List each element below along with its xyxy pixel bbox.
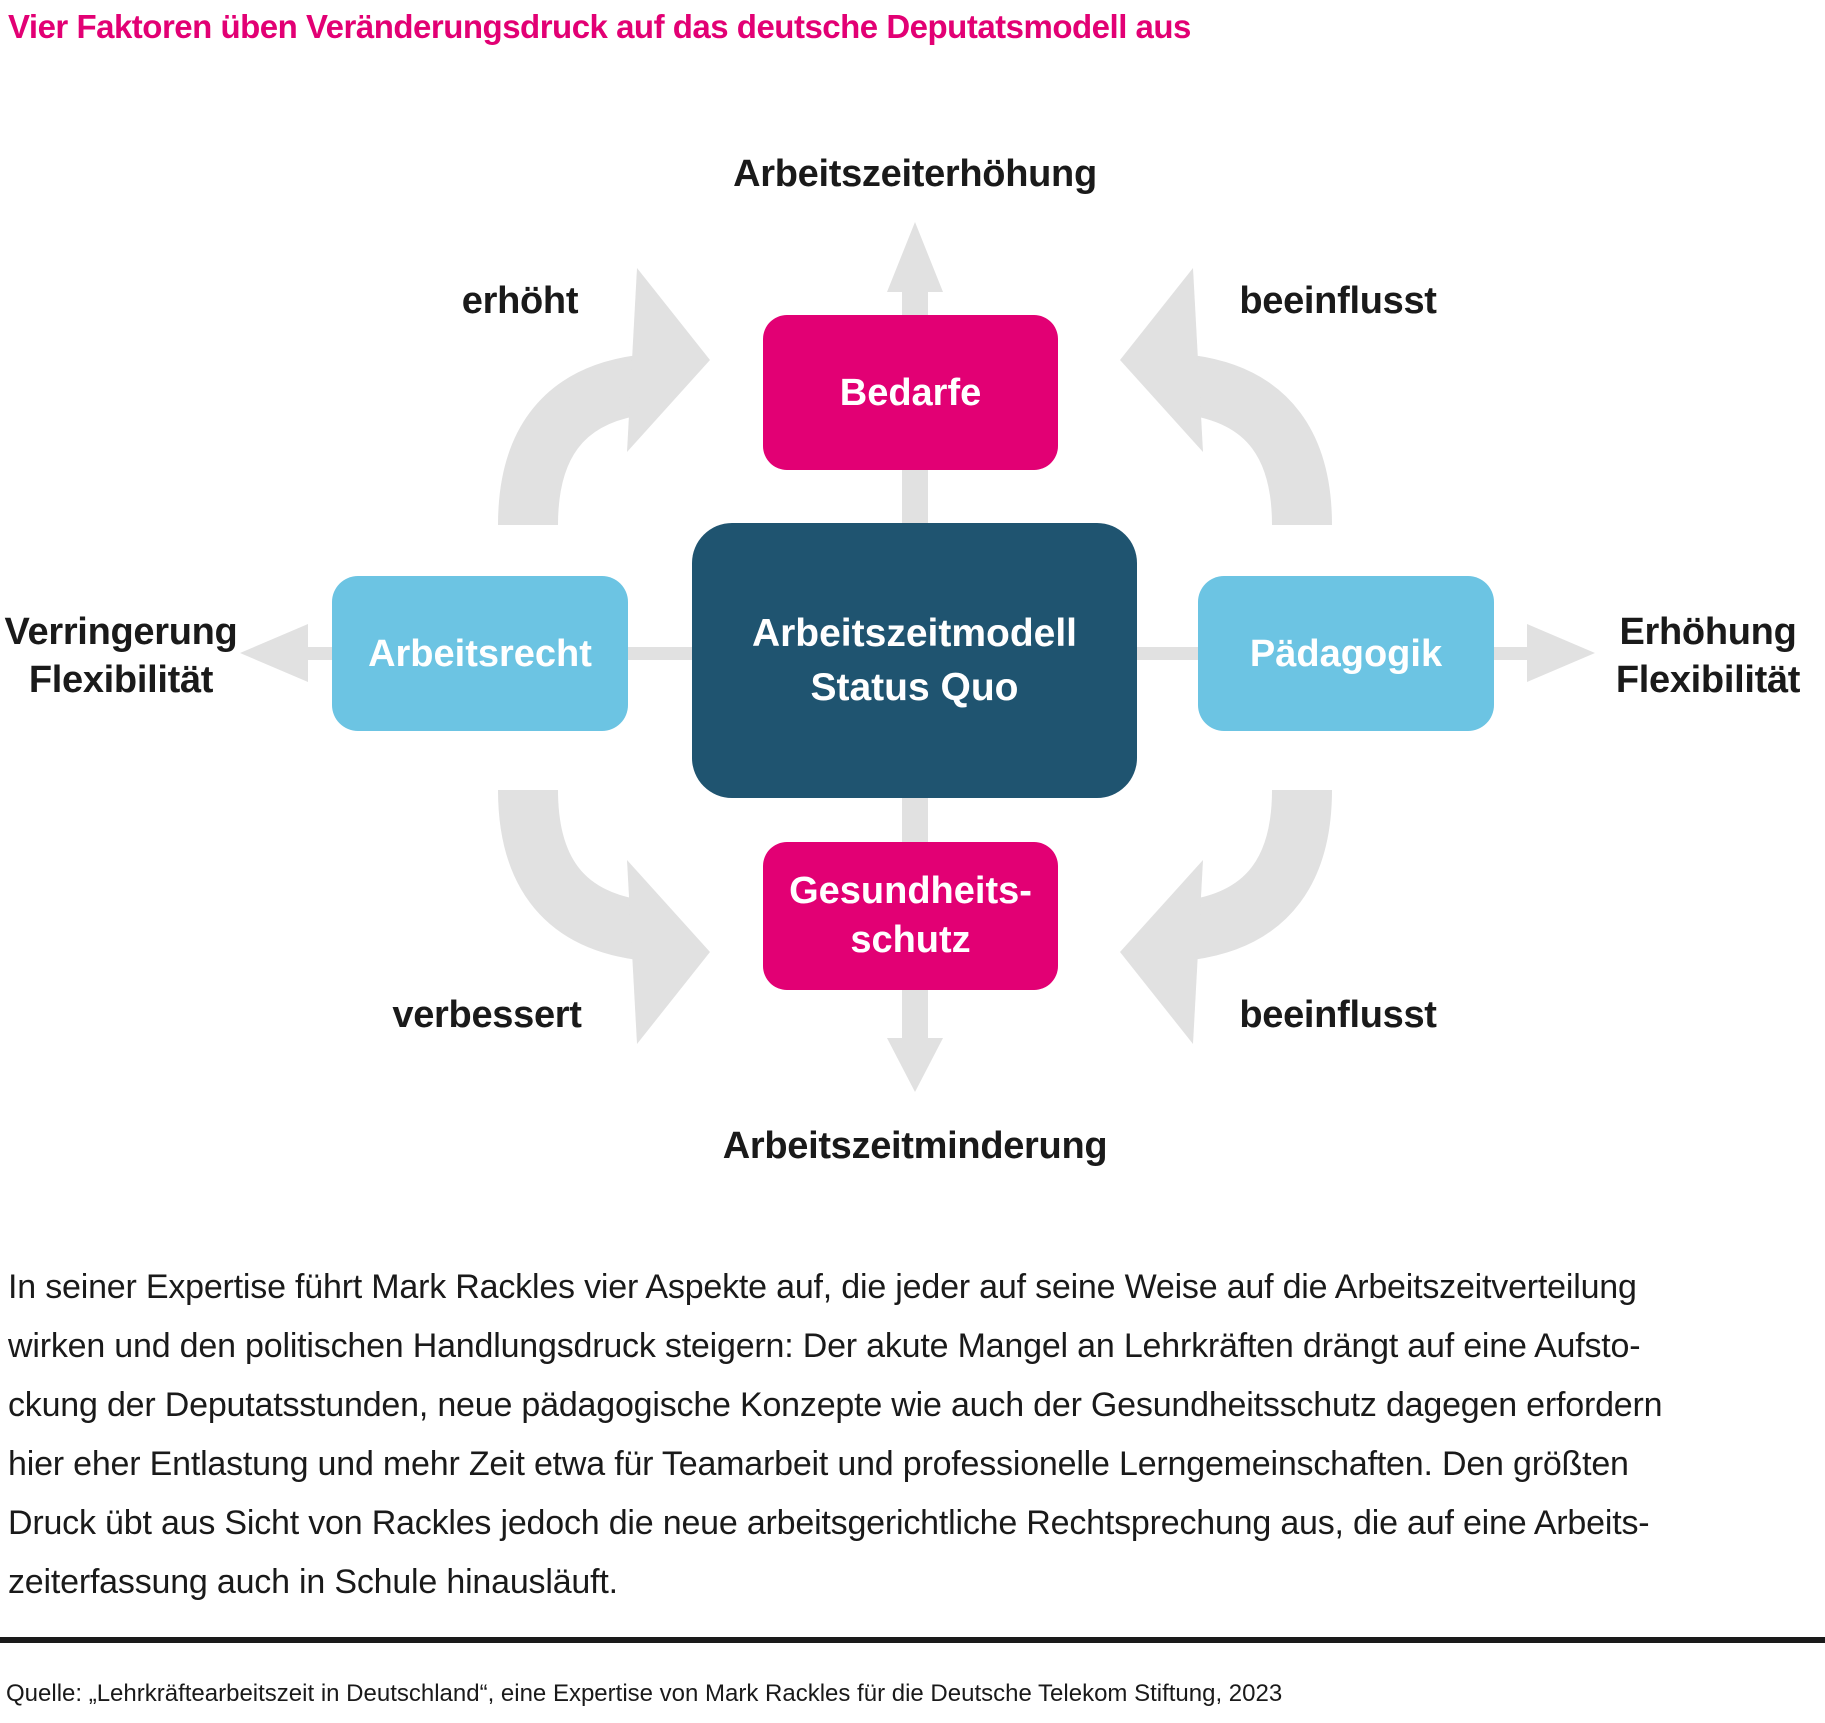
body-paragraph-line: Druck übt aus Sicht von Rackles jedoch d… xyxy=(8,1504,1650,1542)
curved-arrow-top-left xyxy=(498,355,646,526)
arrow-label-verbessert: verbessert xyxy=(392,994,582,1036)
page-title: Vier Faktoren üben Veränderungsdruck auf… xyxy=(8,8,1191,45)
outcome-label-verringerung-flexibilitaet: Verringerung Flexibilität xyxy=(0,608,242,704)
center-box-arbeitszeitmodell-status-quo: Arbeitszeitmodell Status Quo xyxy=(692,523,1137,798)
source-line: Quelle: „Lehrkräftearbeitszeit in Deutsc… xyxy=(6,1680,1283,1707)
center-box-line1: Arbeitszeitmodell xyxy=(751,611,1078,655)
outcome-label-right-line2: Flexibilität xyxy=(1615,659,1801,701)
factor-box-gesundheitsschutz-line2: schutz xyxy=(850,919,971,961)
outcome-label-erhoehung-flexibilitaet: Erhöhung Flexibilität xyxy=(1588,608,1825,704)
right-arrow-head xyxy=(1527,624,1595,682)
outcome-label-left-line2: Flexibilität xyxy=(28,659,214,701)
factor-box-gesundheitsschutz-line1: Gesundheits- xyxy=(789,870,1032,912)
outcome-label-left-line1: Verringerung xyxy=(4,611,238,653)
footer-divider xyxy=(0,1637,1825,1643)
down-arrow-head xyxy=(887,1038,943,1092)
body-paragraph-line: hier eher Entlastung und mehr Zeit etwa … xyxy=(8,1445,1629,1483)
outcome-label-arbeitszeiterhoehung: Arbeitszeiterhöhung xyxy=(733,153,1097,195)
curved-arrow-top-right xyxy=(1184,355,1332,526)
body-paragraph-line: wirken und den politischen Handlungsdruc… xyxy=(8,1327,1641,1365)
arrow-label-erhoeht: erhöht xyxy=(461,280,579,322)
outcome-label-right-line1: Erhöhung xyxy=(1619,611,1797,653)
factor-box-paedagogik-label: Pädagogik xyxy=(1249,632,1443,675)
body-paragraph-line: zeiterfassung auch in Schule hinausläuft… xyxy=(8,1563,618,1601)
factor-box-gesundheitsschutz: Gesundheits- schutz xyxy=(763,842,1058,990)
factor-box-arbeitsrecht: Arbeitsrecht xyxy=(332,576,628,731)
left-arrow-head xyxy=(240,624,308,682)
curved-arrow-top-left-head xyxy=(627,268,710,452)
curved-arrow-bottom-left xyxy=(498,789,646,960)
arrow-label-beeinflusst-bottom: beeinflusst xyxy=(1239,994,1437,1036)
factor-box-bedarfe-label: Bedarfe xyxy=(839,371,982,414)
outcome-label-arbeitszeitminderung: Arbeitszeitminderung xyxy=(722,1125,1108,1167)
factor-box-paedagogik: Pädagogik xyxy=(1198,576,1494,731)
curved-arrow-bottom-left-head xyxy=(627,860,710,1044)
curved-arrow-bottom-right xyxy=(1184,789,1332,960)
curved-arrow-top-right-head xyxy=(1120,268,1203,452)
arrow-label-beeinflusst-top: beeinflusst xyxy=(1239,280,1437,322)
factor-box-bedarfe: Bedarfe xyxy=(763,315,1058,470)
body-paragraph: In seiner Expertise führt Mark Rackles v… xyxy=(8,1258,1822,1612)
up-arrow-head xyxy=(887,222,943,292)
body-paragraph-line: In seiner Expertise führt Mark Rackles v… xyxy=(8,1268,1637,1306)
body-paragraph-line: ckung der Deputatsstunden, neue pädagogi… xyxy=(8,1386,1663,1424)
curved-arrow-bottom-right-head xyxy=(1120,860,1203,1044)
center-box-line2: Status Quo xyxy=(810,665,1019,709)
factor-box-arbeitsrecht-label: Arbeitsrecht xyxy=(368,632,592,675)
